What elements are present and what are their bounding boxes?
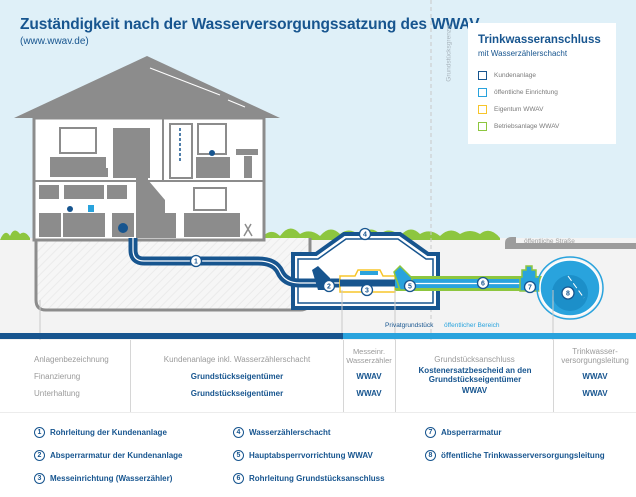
list-item: 1 Rohrleitung der Kundenanlage bbox=[34, 427, 167, 438]
list-item-label: Rohrleitung der Kundenanlage bbox=[50, 428, 167, 437]
marker-3: 3 bbox=[360, 283, 374, 297]
list-item-label: Absperrarmatur bbox=[441, 428, 502, 437]
stairs bbox=[136, 167, 176, 238]
number-badge: 4 bbox=[233, 427, 244, 438]
legend-item-wwav-operation: Betriebsanlage WWAV bbox=[478, 122, 559, 131]
public-area-label: öffentlicher Bereich bbox=[444, 322, 500, 329]
marker-7: 7 bbox=[523, 280, 537, 294]
legend-swatch-wwav-operation bbox=[478, 122, 487, 131]
diagram-area: 1 2 3 4 5 6 7 8 Zuständigkeit nach der W… bbox=[0, 0, 636, 340]
living-room-furniture bbox=[184, 187, 253, 237]
house-roof bbox=[14, 56, 280, 118]
col-header-service: Grundstücksanschluss bbox=[434, 355, 515, 364]
page-title: Zuständigkeit nach der Wasserversorgungs… bbox=[20, 16, 480, 33]
list-item: 7 Absperrarmatur bbox=[425, 427, 501, 438]
col-header-customer: Kundenanlage inkl. Wasserzählerschacht bbox=[163, 355, 311, 364]
house-basement bbox=[34, 238, 312, 312]
row-label-maintenance: Unterhaltung bbox=[34, 389, 80, 398]
marker-5: 5 bbox=[403, 279, 417, 293]
svg-text:2: 2 bbox=[327, 284, 331, 291]
marker-8: 8 bbox=[561, 286, 575, 300]
svg-text:7: 7 bbox=[528, 285, 532, 292]
legend-label: Betriebsanlage WWAV bbox=[494, 123, 560, 130]
number-badge: 7 bbox=[425, 427, 436, 438]
list-item: 6 Rohrleitung Grundstücksanschluss bbox=[233, 473, 385, 484]
number-badge: 2 bbox=[34, 450, 45, 461]
row-label-designation: Anlagenbezeichnung bbox=[34, 355, 109, 364]
legend-swatch-wwav-property bbox=[478, 105, 487, 114]
legend-swatch-customer bbox=[478, 71, 487, 80]
col-customer-financing: Grundstückseigentümer bbox=[190, 372, 284, 381]
table-bottom-border bbox=[0, 412, 636, 413]
svg-text:6: 6 bbox=[481, 281, 485, 288]
legend-label: Eigentum WWAV bbox=[494, 106, 544, 113]
table-divider bbox=[395, 340, 396, 412]
col-service-maintenance: WWAV bbox=[461, 386, 488, 395]
svg-text:8: 8 bbox=[566, 291, 570, 298]
col-service-financing: Kostenersatzbescheid an den Grundstückse… bbox=[418, 366, 532, 384]
col-main-financing: WWAV bbox=[582, 372, 608, 381]
col-meter-maintenance: WWAV bbox=[356, 389, 382, 398]
list-item: 8 öffentliche Trinkwasserversorgungsleit… bbox=[425, 450, 605, 461]
svg-text:4: 4 bbox=[363, 232, 367, 239]
legend-swatch-public bbox=[478, 88, 487, 97]
bathroom-furniture bbox=[169, 123, 258, 179]
legend-item-customer: Kundenanlage bbox=[478, 71, 536, 80]
water-meter bbox=[339, 269, 396, 293]
marker-6: 6 bbox=[476, 276, 490, 290]
number-badge: 3 bbox=[34, 473, 45, 484]
number-badge: 1 bbox=[34, 427, 45, 438]
legend-label: öffentliche Einrichtung bbox=[494, 89, 558, 96]
legend: Trinkwasseranschluss mit Wasserzählersch… bbox=[468, 23, 616, 144]
street bbox=[505, 243, 636, 249]
list-item-label: Absperrarmatur der Kundenanlage bbox=[50, 451, 183, 460]
list-item: 4 Wasserzählerschacht bbox=[233, 427, 331, 438]
col-meter-financing: WWAV bbox=[356, 372, 382, 381]
legend-item-wwav-property: Eigentum WWAV bbox=[478, 105, 543, 114]
ownership-bar-public bbox=[343, 333, 636, 339]
list-item: 5 Hauptabsperrvorrichtung WWAV bbox=[233, 450, 373, 461]
marker-2: 2 bbox=[322, 279, 336, 293]
legend-title: Trinkwasseranschluss bbox=[478, 34, 601, 46]
table-divider bbox=[553, 340, 554, 412]
marker-1: 1 bbox=[189, 254, 203, 268]
list-item-label: Hauptabsperrvorrichtung WWAV bbox=[249, 451, 373, 460]
list-item: 2 Absperrarmatur der Kundenanlage bbox=[34, 450, 182, 461]
legend-item-public: öffentliche Einrichtung bbox=[478, 88, 558, 97]
marker-4: 4 bbox=[358, 227, 372, 241]
ownership-bar-customer bbox=[0, 333, 343, 339]
page-subtitle: (www.wwav.de) bbox=[20, 36, 89, 47]
number-markers: 1 2 3 4 5 6 7 8 bbox=[189, 227, 575, 300]
number-badge: 5 bbox=[233, 450, 244, 461]
row-label-financing: Finanzierung bbox=[34, 372, 81, 381]
list-item: 3 Messeinrichtung (Wasserzähler) bbox=[34, 473, 172, 484]
col-main-maintenance: WWAV bbox=[582, 389, 608, 398]
number-badge: 8 bbox=[425, 450, 436, 461]
list-item-label: Messeinrichtung (Wasserzähler) bbox=[50, 474, 173, 483]
number-badge: 6 bbox=[233, 473, 244, 484]
list-item-label: öffentliche Trinkwasserversorgungsleitun… bbox=[441, 451, 605, 460]
col-customer-maintenance: Grundstückseigentümer bbox=[190, 389, 284, 398]
kitchen-furniture bbox=[39, 185, 134, 237]
private-property-label: Privatgrundstück bbox=[385, 322, 434, 329]
street-label: öffentliche Straße bbox=[524, 238, 575, 245]
svg-text:5: 5 bbox=[408, 284, 412, 291]
svg-text:1: 1 bbox=[194, 259, 198, 266]
list-item-label: Rohrleitung Grundstücksanschluss bbox=[249, 474, 385, 483]
col-header-main: Trinkwasser- versorgungsleitung bbox=[561, 347, 629, 365]
list-item-label: Wasserzählerschacht bbox=[249, 428, 331, 437]
svg-text:3: 3 bbox=[365, 288, 369, 295]
property-line-label: Grundstücksgrenze bbox=[445, 25, 453, 82]
col-header-meter: Messeinr. Wasserzähler bbox=[346, 347, 392, 365]
legend-subtitle: mit Wasserzählerschacht bbox=[478, 49, 568, 58]
legend-label: Kundenanlage bbox=[494, 72, 536, 79]
table-divider bbox=[130, 340, 131, 412]
table-divider bbox=[343, 340, 344, 412]
